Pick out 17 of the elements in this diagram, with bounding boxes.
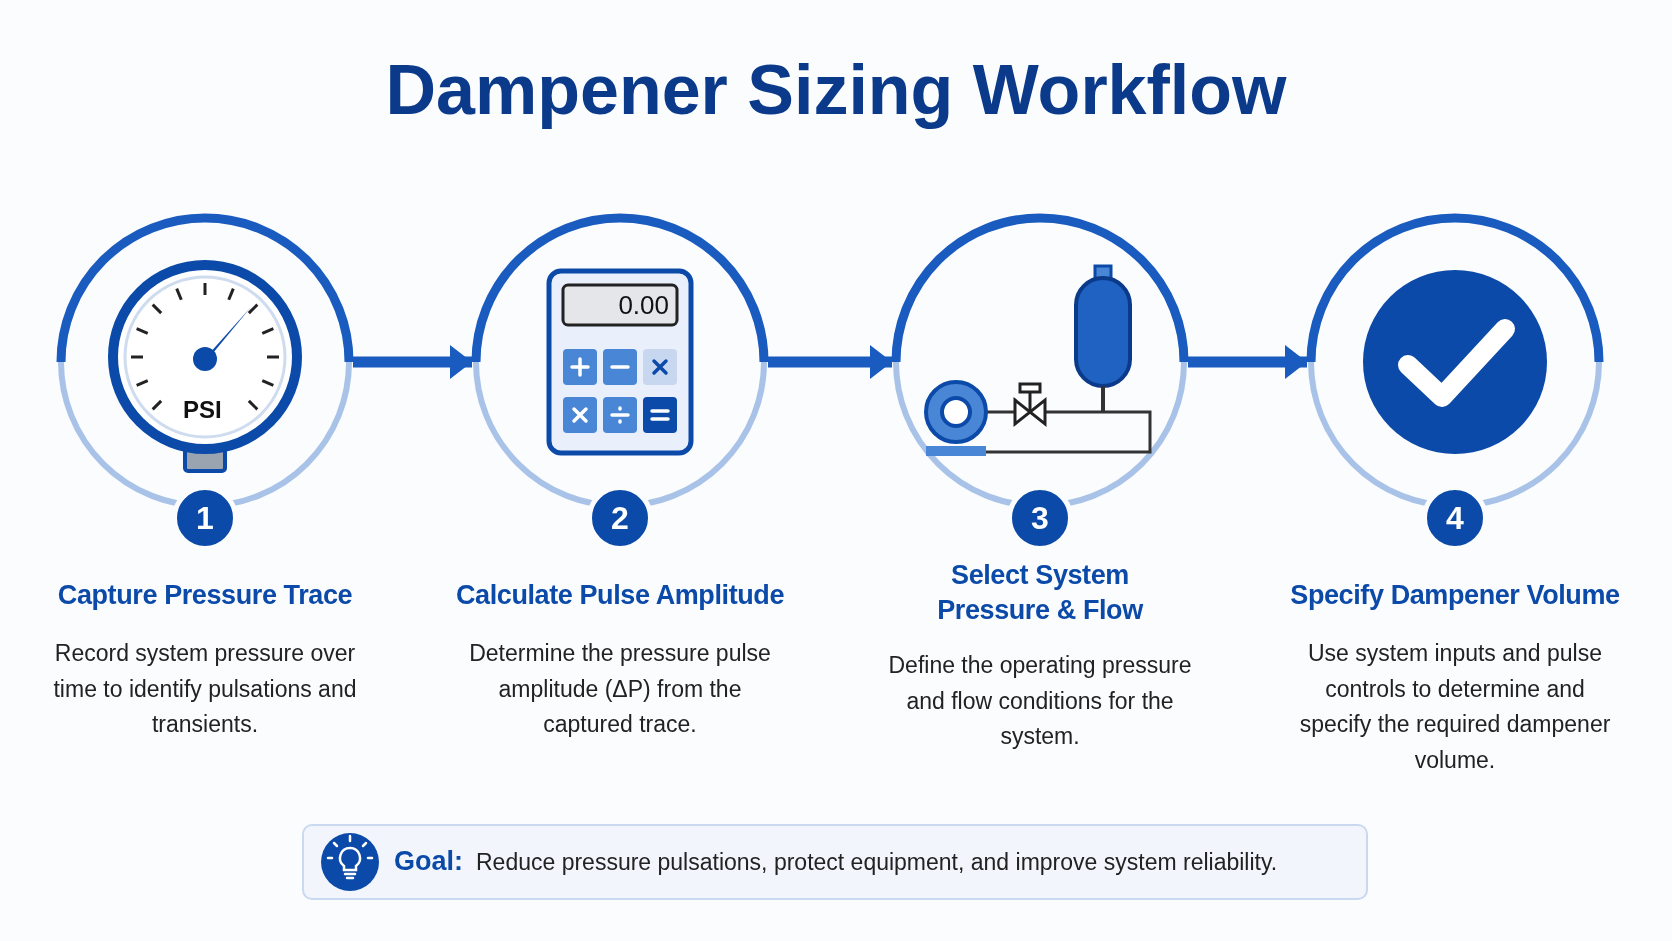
step-description: Use system inputs and pulse controls to determine and specify the required dampener volume. <box>1298 639 1612 775</box>
step-title: Capture Pressure Trace <box>56 579 354 612</box>
step-title: Specify Dampener Volume <box>1289 579 1621 612</box>
step-description: Define the operating pressure and flow conditions for the system. <box>887 651 1193 752</box>
goal-label: Goal: <box>394 846 463 877</box>
gauge-unit-label: PSI <box>183 396 222 424</box>
title: Dampener Sizing Workflow <box>384 52 1288 129</box>
goal-banner <box>302 824 1368 900</box>
arrow <box>768 345 892 379</box>
step-description: Determine the pressure pulse amplitude (ΔP) from the captured trace. <box>468 639 772 740</box>
step-title: Calculate Pulse Amplitude <box>454 579 786 612</box>
display-readout: 0.00 <box>617 290 669 321</box>
step-title: Select System Pressure & Flow <box>936 559 1145 628</box>
step-description: Record system pressure over time to identify pulsations and transients. <box>52 639 358 740</box>
arrow <box>1188 345 1307 379</box>
goal-statement: Reduce pressure pulsations, protect equipment, and improve system reliability. <box>476 849 1278 876</box>
arrow <box>353 345 472 379</box>
